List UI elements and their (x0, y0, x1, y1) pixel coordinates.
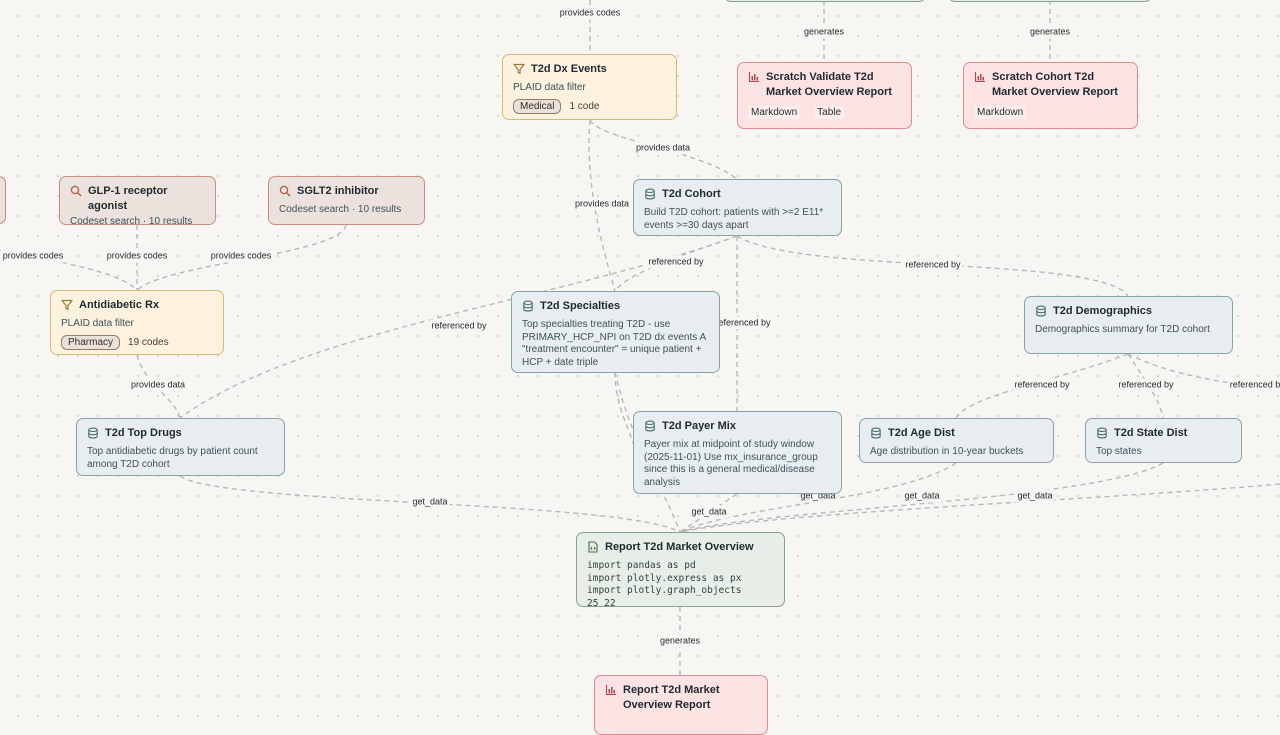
node-title: SGLT2 inhibitor (297, 185, 379, 197)
node-description: Payer mix at midpoint of study window (2… (644, 439, 818, 488)
offscreen-node[interactable] (724, 0, 926, 2)
edge-dx-to-specialties (588, 119, 616, 292)
chart-icon (748, 71, 760, 88)
node-title: Report T2d Market Overview Report (623, 684, 720, 711)
filter-icon (513, 63, 525, 80)
chart-icon (605, 684, 617, 701)
database-icon (1096, 427, 1108, 444)
edge-label: referenced by (646, 255, 706, 269)
node-title: T2d Dx Events (531, 63, 607, 75)
node-t2d-specialties[interactable]: T2d Specialties Top specialties treating… (511, 291, 720, 373)
node-sglt2-search[interactable]: SGLT2 inhibitor Codeset search · 10 resu… (268, 176, 425, 225)
node-dx-events[interactable]: T2d Dx Events PLAID data filter Medical … (502, 54, 677, 120)
node-description: Demographics summary for T2D cohort (1035, 324, 1210, 335)
edge-label: referenced by (713, 316, 773, 330)
edge-state-to-report (679, 462, 1164, 533)
node-description: Top specialties treating T2D - use PRIMA… (522, 319, 706, 368)
database-icon (644, 188, 656, 205)
edge-label: provides codes (0, 249, 66, 263)
database-icon (870, 427, 882, 444)
node-subtitle: PLAID data filter (61, 318, 134, 329)
node-final-report[interactable]: Report T2d Market Overview Report (594, 675, 768, 735)
edge-payer-to-report (679, 493, 738, 533)
database-icon (644, 420, 656, 437)
edge-label: generates (657, 634, 703, 648)
edge-label: referenced b (1227, 378, 1280, 392)
edge-label: provides codes (208, 249, 274, 263)
node-antidiabetic-rx[interactable]: Antidiabetic Rx PLAID data filter Pharma… (50, 290, 224, 355)
edge-label: get_data (689, 505, 729, 519)
chart-icon (974, 71, 986, 88)
node-title: T2d Top Drugs (105, 427, 182, 439)
node-t2d-state-dist[interactable]: T2d State Dist Top states (1085, 418, 1242, 463)
offscreen-node[interactable] (0, 176, 6, 224)
node-description: Build T2D cohort: patients with >=2 E11*… (644, 207, 824, 231)
edge-label: generates (801, 25, 847, 39)
edge-label: get_data (1015, 489, 1055, 503)
node-title: Report T2d Market Overview (605, 541, 754, 553)
domain-tag: Pharmacy (61, 334, 121, 350)
node-title: GLP-1 receptor agonist (88, 185, 168, 212)
node-subtitle: PLAID data filter (513, 82, 586, 93)
code-preview: import pandas as pd import plotly.expres… (587, 560, 742, 607)
node-t2d-demographics[interactable]: T2d Demographics Demographics summary fo… (1024, 296, 1233, 354)
edge-label: provides codes (104, 249, 170, 263)
code-count: 19 codes (128, 336, 169, 348)
node-subtitle: Codeset search · 10 results (70, 216, 193, 225)
node-t2d-cohort[interactable]: T2d Cohort Build T2D cohort: patients wi… (633, 179, 842, 236)
edge-label: generates (1027, 25, 1073, 39)
edge-offscreen-to-report (679, 483, 1280, 533)
edge-age-to-report (679, 462, 957, 533)
report-tag: Markdown (748, 106, 801, 119)
edge-label: referenced by (429, 319, 489, 333)
search-icon (70, 185, 82, 202)
node-title: Scratch Validate T2d Market Overview Rep… (766, 71, 892, 98)
node-title: T2d Payer Mix (662, 420, 736, 432)
node-subtitle: Codeset search · 10 results (279, 204, 402, 215)
node-t2d-top-drugs[interactable]: T2d Top Drugs Top antidiabetic drugs by … (76, 418, 285, 476)
node-description: Age distribution in 10-year buckets (870, 446, 1024, 457)
edge-label: get_data (410, 495, 450, 509)
edge-label: provides data (128, 378, 188, 392)
node-cohort-report[interactable]: Scratch Cohort T2d Market Overview Repor… (963, 62, 1138, 129)
code-count: 1 code (569, 100, 600, 112)
node-title: T2d State Dist (1114, 427, 1188, 439)
node-validate-report[interactable]: Scratch Validate T2d Market Overview Rep… (737, 62, 912, 129)
node-glp1-search[interactable]: GLP-1 receptor agonist Codeset search · … (59, 176, 216, 225)
node-report-code[interactable]: Report T2d Market Overview import pandas… (576, 532, 785, 607)
node-description: Top antidiabetic drugs by patient count … (87, 446, 258, 470)
node-t2d-age-dist[interactable]: T2d Age Dist Age distribution in 10-year… (859, 418, 1054, 463)
node-title: T2d Cohort (662, 188, 721, 200)
search-icon (279, 185, 291, 202)
filter-icon (61, 299, 73, 316)
edge-spec-to-payer (614, 371, 637, 456)
node-title: Antidiabetic Rx (79, 299, 160, 311)
report-tag: Markdown (974, 106, 1027, 119)
database-icon (522, 300, 534, 317)
edge-label: referenced by (1012, 378, 1072, 392)
node-description: Top states (1096, 446, 1142, 457)
node-t2d-payer-mix[interactable]: T2d Payer Mix Payer mix at midpoint of s… (633, 411, 842, 494)
edge-label: provides data (633, 141, 693, 155)
edge-label: provides data (572, 197, 632, 211)
node-title: Scratch Cohort T2d Market Overview Repor… (992, 71, 1118, 98)
report-tag: Table (814, 106, 845, 119)
database-icon (1035, 305, 1047, 322)
edge-label: referenced by (1116, 378, 1176, 392)
domain-tag: Medical (513, 98, 562, 114)
edge-label: referenced by (903, 258, 963, 272)
node-title: T2d Demographics (1053, 305, 1153, 317)
offscreen-node[interactable] (948, 0, 1152, 2)
edge-label: get_data (902, 489, 942, 503)
edge-dx-to-cohort (589, 119, 738, 180)
edge-label: provides codes (557, 6, 623, 20)
database-icon (87, 427, 99, 444)
node-title: T2d Specialties (540, 300, 621, 312)
code-file-icon (587, 541, 599, 558)
node-title: T2d Age Dist (888, 427, 955, 439)
